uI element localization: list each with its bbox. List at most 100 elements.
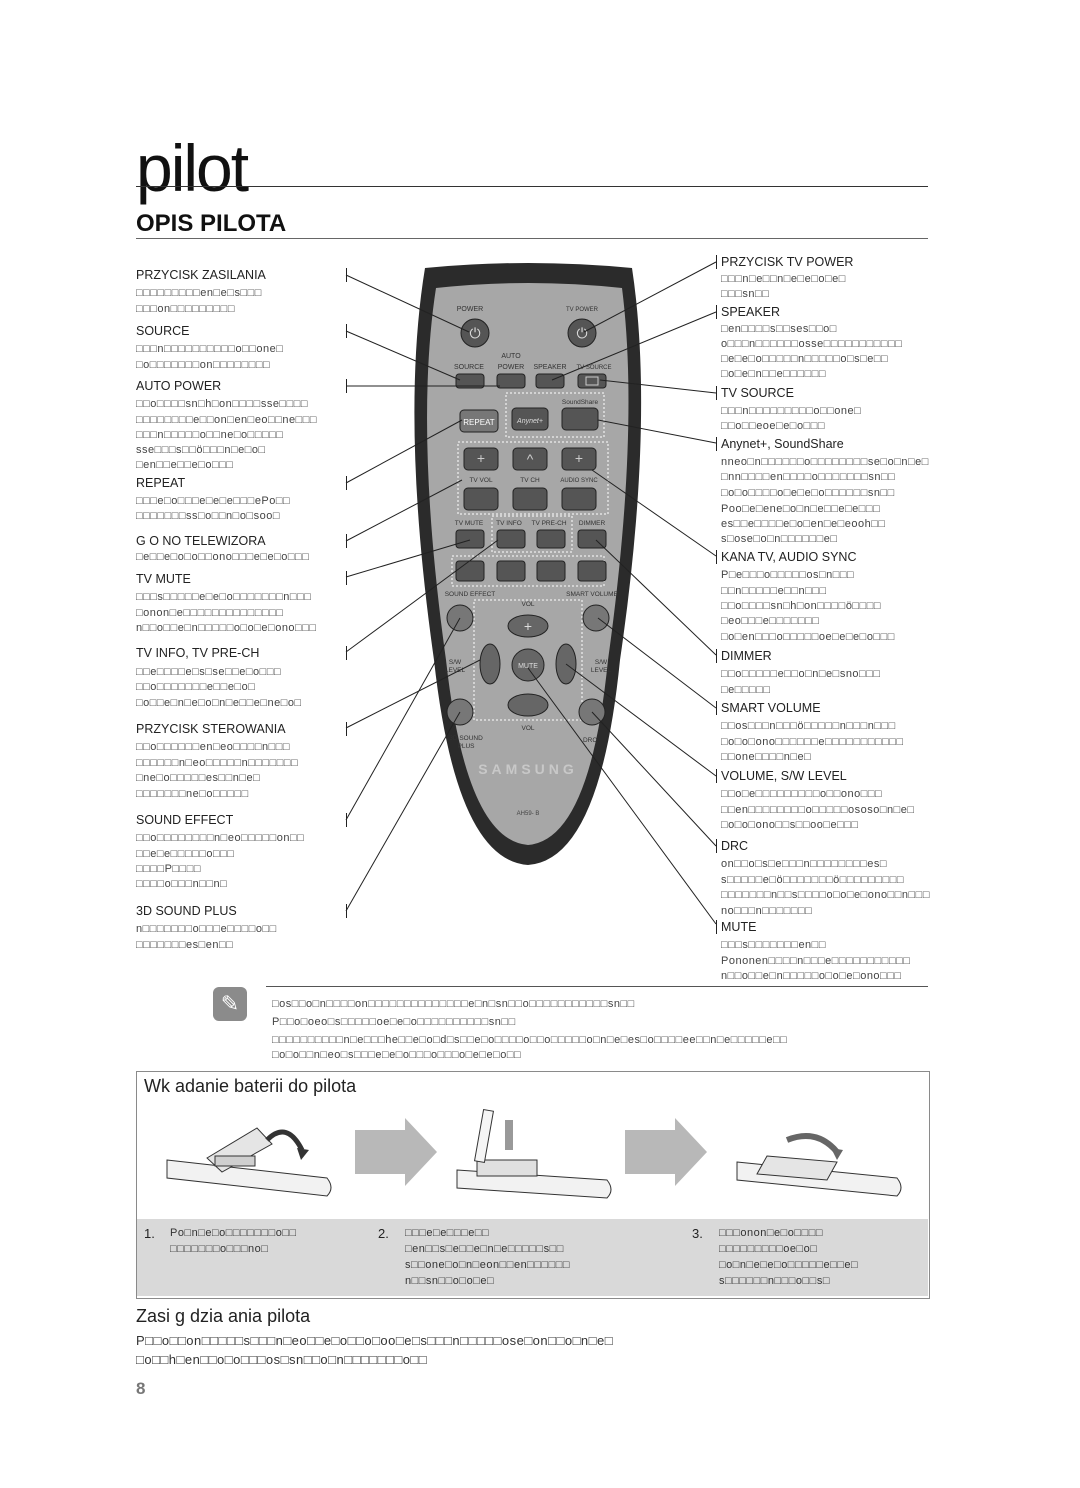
soundshare-button[interactable]: [561, 407, 599, 431]
tv-mute-button[interactable]: [455, 529, 485, 549]
page-number: 8: [136, 1379, 146, 1398]
desc-line: □□□e□o□□□e□e□e□□□ePo□□: [136, 495, 291, 507]
source-button[interactable]: [455, 373, 485, 389]
label-mute: MUTE: [721, 920, 757, 934]
step-text: □□□□□□□o□□□no□: [170, 1243, 269, 1255]
sound-effect-label: SOUND EFFECT: [445, 591, 496, 598]
stop-button[interactable]: [496, 560, 526, 582]
step-text: □en□□s□e□□e□n□e□□□□□s□□: [405, 1243, 564, 1255]
callout-marker: [346, 476, 347, 490]
power-button[interactable]: [460, 318, 490, 348]
vol-down-button[interactable]: [507, 693, 549, 717]
audio-sync-up-button[interactable]: [561, 447, 597, 471]
battery-steps: [137, 1219, 928, 1296]
desc-line: □□□n□e□□n□e□e□o□e□: [721, 273, 846, 285]
desc-line: □□□on□□□□□□□□□: [136, 303, 235, 315]
callout-marker: [346, 904, 347, 918]
desc-line: sse□□□s□□ö□□□n□e□o□: [136, 444, 266, 456]
range-title: Zasi g dzia ania pilota: [136, 1306, 311, 1326]
sw-level-left-button[interactable]: [479, 643, 501, 685]
section-divider: [136, 238, 928, 239]
desc-line: □o□□e□n□e□o□n□e□□e□ne□o□: [136, 697, 302, 709]
sound-3d-label-2: PLUS: [458, 743, 476, 750]
note-line: □os□□o□n□□□□on□□□□□□□□□□□□□□e□n□sn□□o□□□…: [272, 998, 635, 1010]
step-text: n□□sn□□o□o□e□: [405, 1275, 495, 1287]
power-icon: ⏻: [469, 325, 480, 341]
range-text: □o□□h□en□□o□o□□□os□sn□□o□n□□□□□□□o□□: [136, 1352, 428, 1367]
play-pause-button[interactable]: [536, 560, 566, 582]
rewind-button[interactable]: [455, 560, 485, 582]
label-przycisk-sterowania: PRZYCISK STEROWANIA: [136, 722, 286, 736]
desc-line: □□o□□□□□e□□o□n□e□sno□□□: [721, 668, 881, 680]
tv-ch-up-button[interactable]: [512, 447, 548, 471]
desc-line: on□□o□s□e□□□n□□□□□□□□es□: [721, 858, 888, 870]
label-tv-source: TV SOURCE: [721, 386, 794, 400]
label-auto-power: AUTO POWER: [136, 379, 222, 393]
repeat-label: REPEAT: [463, 418, 495, 427]
desc-line: □nn□□□□en□□□□o□□□□□□□sn□□: [721, 471, 896, 483]
plus-icon: +: [575, 450, 583, 466]
source-label: SOURCE: [454, 364, 484, 371]
desc-line: □□□□□□□ne□o□□□□□: [136, 788, 249, 800]
auto-label: AUTO: [501, 353, 521, 360]
tv-info-button[interactable]: [496, 529, 526, 549]
anynet-button[interactable]: [511, 407, 549, 431]
tv-ch-label: TV CH: [520, 477, 540, 484]
auto-power-button[interactable]: [496, 373, 526, 389]
callout-marker: [346, 571, 347, 585]
callout-marker: [716, 437, 717, 451]
desc-line: □□□n□□□□□□□□□□o□□one□: [136, 343, 284, 355]
forward-button[interactable]: [577, 560, 607, 582]
desc-line: □□□□P□□□□: [136, 863, 201, 875]
audio-sync-label: AUDIO SYNC: [560, 478, 598, 484]
mute-label: MUTE: [518, 663, 538, 670]
label-source: SOURCE: [136, 324, 190, 338]
auto-power-label: POWER: [498, 364, 524, 371]
speaker-button[interactable]: [535, 373, 565, 389]
smart-volume-button[interactable]: [582, 604, 610, 632]
label-smart-volume: SMART VOLUME: [721, 701, 821, 715]
plus-icon: +: [524, 618, 532, 634]
tv-prech-button[interactable]: [536, 529, 566, 549]
desc-line: □eo□□□e□□□□□□□: [721, 615, 820, 627]
smart-volume-label: SMART VOLUME: [566, 591, 618, 598]
drc-label: DRC: [583, 737, 597, 744]
desc-line: n□□□□□□□o□□□e□□□□o□□: [136, 923, 277, 935]
tv-ch-down-button[interactable]: [512, 487, 548, 511]
mute-button[interactable]: [511, 648, 545, 682]
remote-illustration: POWER TV POWER ⏻ ⏻ AUTO SOURCE POWER SPE…: [345, 261, 717, 925]
tv-vol-down-button[interactable]: [463, 487, 499, 511]
tv-vol-label: TV VOL: [469, 477, 493, 484]
callout-marker: [346, 268, 347, 282]
desc-line: no□□□n□□□□□□□: [721, 905, 813, 917]
callout-marker: [716, 386, 717, 400]
callout-marker: [716, 649, 717, 663]
audio-sync-down-button[interactable]: [561, 487, 597, 511]
step-text: □□□□□□□□□oe□o□: [719, 1243, 818, 1255]
step-number: 2.: [378, 1226, 389, 1241]
right-callout-lines: [527, 261, 717, 925]
power-label: POWER: [457, 306, 483, 313]
vol-up-button[interactable]: [507, 614, 549, 638]
tv-vol-up-button[interactable]: [463, 447, 499, 471]
desc-line: □en□□□□s□□ses□□o□: [721, 323, 837, 335]
callout-marker: [716, 769, 717, 783]
desc-line: □□□s□□□□□□□en□□: [721, 939, 826, 951]
callout-marker: [346, 813, 347, 827]
tv-source-button[interactable]: [577, 373, 607, 389]
step-text: □□□e□e□□□e□□: [405, 1227, 490, 1239]
sw-right-label-2: LEVEL: [591, 667, 612, 674]
left-callout-lines: [345, 274, 500, 912]
tv-source-label: TV SOURCE: [576, 365, 611, 371]
desc-line: □□o□□□□sn□h□on□□□□sse□□□□: [136, 398, 309, 410]
tv-power-button[interactable]: [567, 318, 597, 348]
desc-line: □e□□e□o□o□□ono□□□e□e□o□□□: [136, 551, 310, 563]
step-text: □□□onon□e□o□□□□: [719, 1227, 824, 1239]
desc-line: □□o□□□□□□en□eo□□□□n□□□: [136, 741, 291, 753]
dimmer-label: DIMMER: [579, 520, 606, 527]
note-divider: [266, 986, 928, 987]
desc-line: □□□sn□□: [721, 288, 770, 300]
desc-line: □en□□e□□e□o□□□: [136, 459, 234, 471]
desc-line: □□e□□□□e□s□se□□e□o□□□: [136, 666, 282, 678]
battery-section: [136, 1071, 930, 1299]
